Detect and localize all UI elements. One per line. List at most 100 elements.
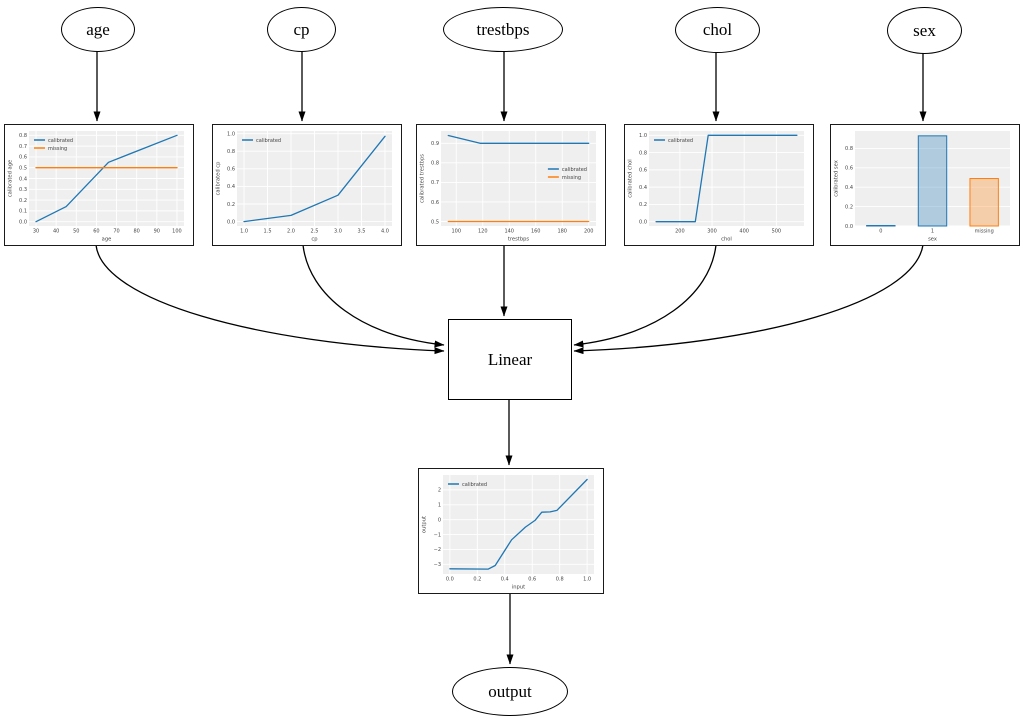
svg-text:missing: missing xyxy=(48,146,67,152)
svg-text:calibrated sex: calibrated sex xyxy=(834,160,840,197)
svg-text:50: 50 xyxy=(73,229,79,235)
svg-text:1.0: 1.0 xyxy=(240,229,248,235)
svg-text:0.8: 0.8 xyxy=(227,149,235,155)
svg-text:0.2: 0.2 xyxy=(227,202,235,208)
svg-text:calibrated: calibrated xyxy=(668,138,693,144)
svg-text:0.9: 0.9 xyxy=(431,141,439,147)
svg-text:−1: −1 xyxy=(434,532,441,538)
input-node-cp-label: cp xyxy=(293,19,310,39)
svg-text:100: 100 xyxy=(172,229,182,235)
svg-text:0.6: 0.6 xyxy=(845,166,853,172)
svg-text:200: 200 xyxy=(584,229,594,235)
svg-text:sex: sex xyxy=(928,237,937,243)
svg-text:0.7: 0.7 xyxy=(19,144,27,150)
edge-age-plot-to-linear xyxy=(95,244,445,355)
svg-text:0.8: 0.8 xyxy=(431,161,439,167)
svg-text:400: 400 xyxy=(739,229,749,235)
svg-text:trestbps: trestbps xyxy=(508,237,530,243)
svg-text:1.0: 1.0 xyxy=(227,131,235,137)
svg-text:1.0: 1.0 xyxy=(639,133,647,139)
input-node-trestbps: trestbps xyxy=(443,7,563,52)
svg-text:calibrated cp: calibrated cp xyxy=(216,161,222,196)
svg-text:1: 1 xyxy=(438,503,441,509)
svg-text:0.4: 0.4 xyxy=(19,176,27,182)
svg-text:calibrated chol: calibrated chol xyxy=(628,159,634,197)
svg-text:calibrated: calibrated xyxy=(562,167,587,173)
svg-text:30: 30 xyxy=(33,229,39,235)
svg-text:0.5: 0.5 xyxy=(19,166,27,172)
svg-text:1.5: 1.5 xyxy=(264,229,272,235)
svg-text:0: 0 xyxy=(879,229,882,235)
svg-text:output: output xyxy=(422,516,428,533)
svg-text:−3: −3 xyxy=(434,562,441,568)
svg-text:0.2: 0.2 xyxy=(639,202,647,208)
svg-text:200: 200 xyxy=(675,229,685,235)
svg-text:0.0: 0.0 xyxy=(19,219,27,225)
svg-text:−2: −2 xyxy=(434,547,441,553)
svg-text:2.0: 2.0 xyxy=(287,229,295,235)
input-node-sex-label: sex xyxy=(913,20,936,40)
svg-text:0.0: 0.0 xyxy=(446,577,454,583)
svg-text:0.6: 0.6 xyxy=(227,167,235,173)
svg-text:70: 70 xyxy=(113,229,119,235)
svg-text:2.5: 2.5 xyxy=(311,229,319,235)
input-node-cp: cp xyxy=(267,7,336,52)
svg-text:0.8: 0.8 xyxy=(639,150,647,156)
svg-text:input: input xyxy=(512,585,525,591)
svg-text:0.6: 0.6 xyxy=(639,168,647,174)
svg-text:120: 120 xyxy=(478,229,488,235)
svg-text:3.5: 3.5 xyxy=(357,229,365,235)
svg-text:age: age xyxy=(102,237,112,243)
edge-cp-plot-to-linear xyxy=(302,244,445,348)
input-node-chol-label: chol xyxy=(702,20,733,39)
svg-text:0.8: 0.8 xyxy=(845,146,853,152)
svg-text:500: 500 xyxy=(772,229,782,235)
svg-text:0.1: 0.1 xyxy=(19,209,27,215)
svg-text:cp: cp xyxy=(311,237,318,243)
svg-text:0.4: 0.4 xyxy=(845,185,853,191)
svg-text:0.4: 0.4 xyxy=(501,577,509,583)
svg-text:chol: chol xyxy=(721,237,732,243)
svg-text:80: 80 xyxy=(134,229,140,235)
svg-text:4.0: 4.0 xyxy=(381,229,389,235)
output-node: output xyxy=(452,667,568,716)
input-node-age-label: age xyxy=(86,19,110,39)
svg-text:1.0: 1.0 xyxy=(583,577,591,583)
svg-text:100: 100 xyxy=(451,229,461,235)
svg-text:calibrated trestbps: calibrated trestbps xyxy=(420,154,426,203)
linear-node-label: Linear xyxy=(487,349,533,369)
input-node-trestbps-label: trestbps xyxy=(476,19,530,39)
linear-node: Linear xyxy=(448,319,572,400)
svg-text:40: 40 xyxy=(53,229,59,235)
svg-text:60: 60 xyxy=(93,229,99,235)
svg-text:180: 180 xyxy=(557,229,567,235)
svg-text:0.3: 0.3 xyxy=(19,187,27,193)
svg-text:0.8: 0.8 xyxy=(556,577,564,583)
svg-text:0.6: 0.6 xyxy=(19,155,27,161)
svg-text:0.2: 0.2 xyxy=(845,204,853,210)
svg-text:0.4: 0.4 xyxy=(639,185,647,191)
svg-text:0.2: 0.2 xyxy=(473,577,481,583)
svg-text:0.6: 0.6 xyxy=(528,577,536,583)
svg-text:0.8: 0.8 xyxy=(19,133,27,139)
svg-text:missing: missing xyxy=(562,175,581,181)
svg-text:calibrated: calibrated xyxy=(48,138,73,144)
svg-text:missing: missing xyxy=(975,229,994,235)
svg-text:0.6: 0.6 xyxy=(431,200,439,206)
svg-text:0.7: 0.7 xyxy=(431,180,439,186)
svg-text:160: 160 xyxy=(531,229,541,235)
output-node-label: output xyxy=(488,681,532,701)
svg-text:0.0: 0.0 xyxy=(845,224,853,230)
svg-text:calibrated: calibrated xyxy=(256,138,281,144)
svg-text:calibrated: calibrated xyxy=(462,482,487,488)
svg-text:0.0: 0.0 xyxy=(639,219,647,225)
svg-text:140: 140 xyxy=(504,229,514,235)
